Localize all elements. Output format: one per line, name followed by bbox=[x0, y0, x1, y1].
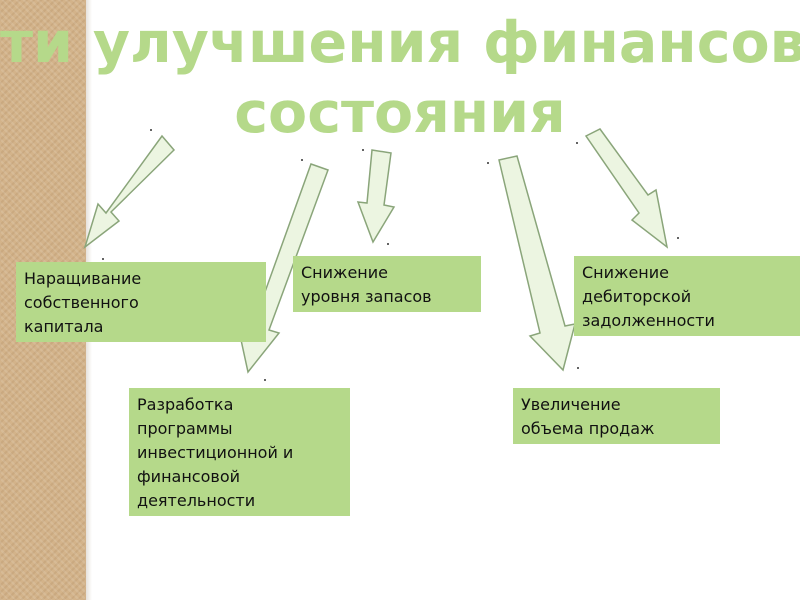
arrow-to-sales bbox=[498, 155, 577, 372]
box-equity-growth: Наращивание собственного капитала bbox=[16, 262, 266, 342]
arrow-to-inventory bbox=[356, 149, 396, 244]
box-investment-program: Разработка программы инвестиционной и фи… bbox=[129, 388, 350, 516]
dot-marker bbox=[362, 149, 364, 151]
dot-marker bbox=[577, 367, 579, 369]
slide-title: ти улучшения финансового состояния bbox=[0, 8, 800, 158]
box-inventory-reduction: Снижение уровня запасов bbox=[293, 256, 481, 312]
slide-title-line-1: ти улучшения финансового bbox=[0, 10, 800, 76]
dot-marker bbox=[387, 243, 389, 245]
dot-marker bbox=[150, 129, 152, 131]
arrow-to-equity bbox=[83, 134, 176, 250]
arrow-to-receivables bbox=[584, 128, 669, 249]
dot-marker bbox=[264, 379, 266, 381]
dot-marker bbox=[576, 142, 578, 144]
box-receivables-reduction: Снижение дебиторской задолженности bbox=[574, 256, 800, 336]
dot-marker bbox=[487, 162, 489, 164]
slide-title-line-2: состояния bbox=[234, 80, 566, 146]
dot-marker bbox=[301, 159, 303, 161]
dot-marker bbox=[677, 237, 679, 239]
box-sales-increase: Увеличение объема продаж bbox=[513, 388, 720, 444]
dot-marker bbox=[102, 258, 104, 260]
